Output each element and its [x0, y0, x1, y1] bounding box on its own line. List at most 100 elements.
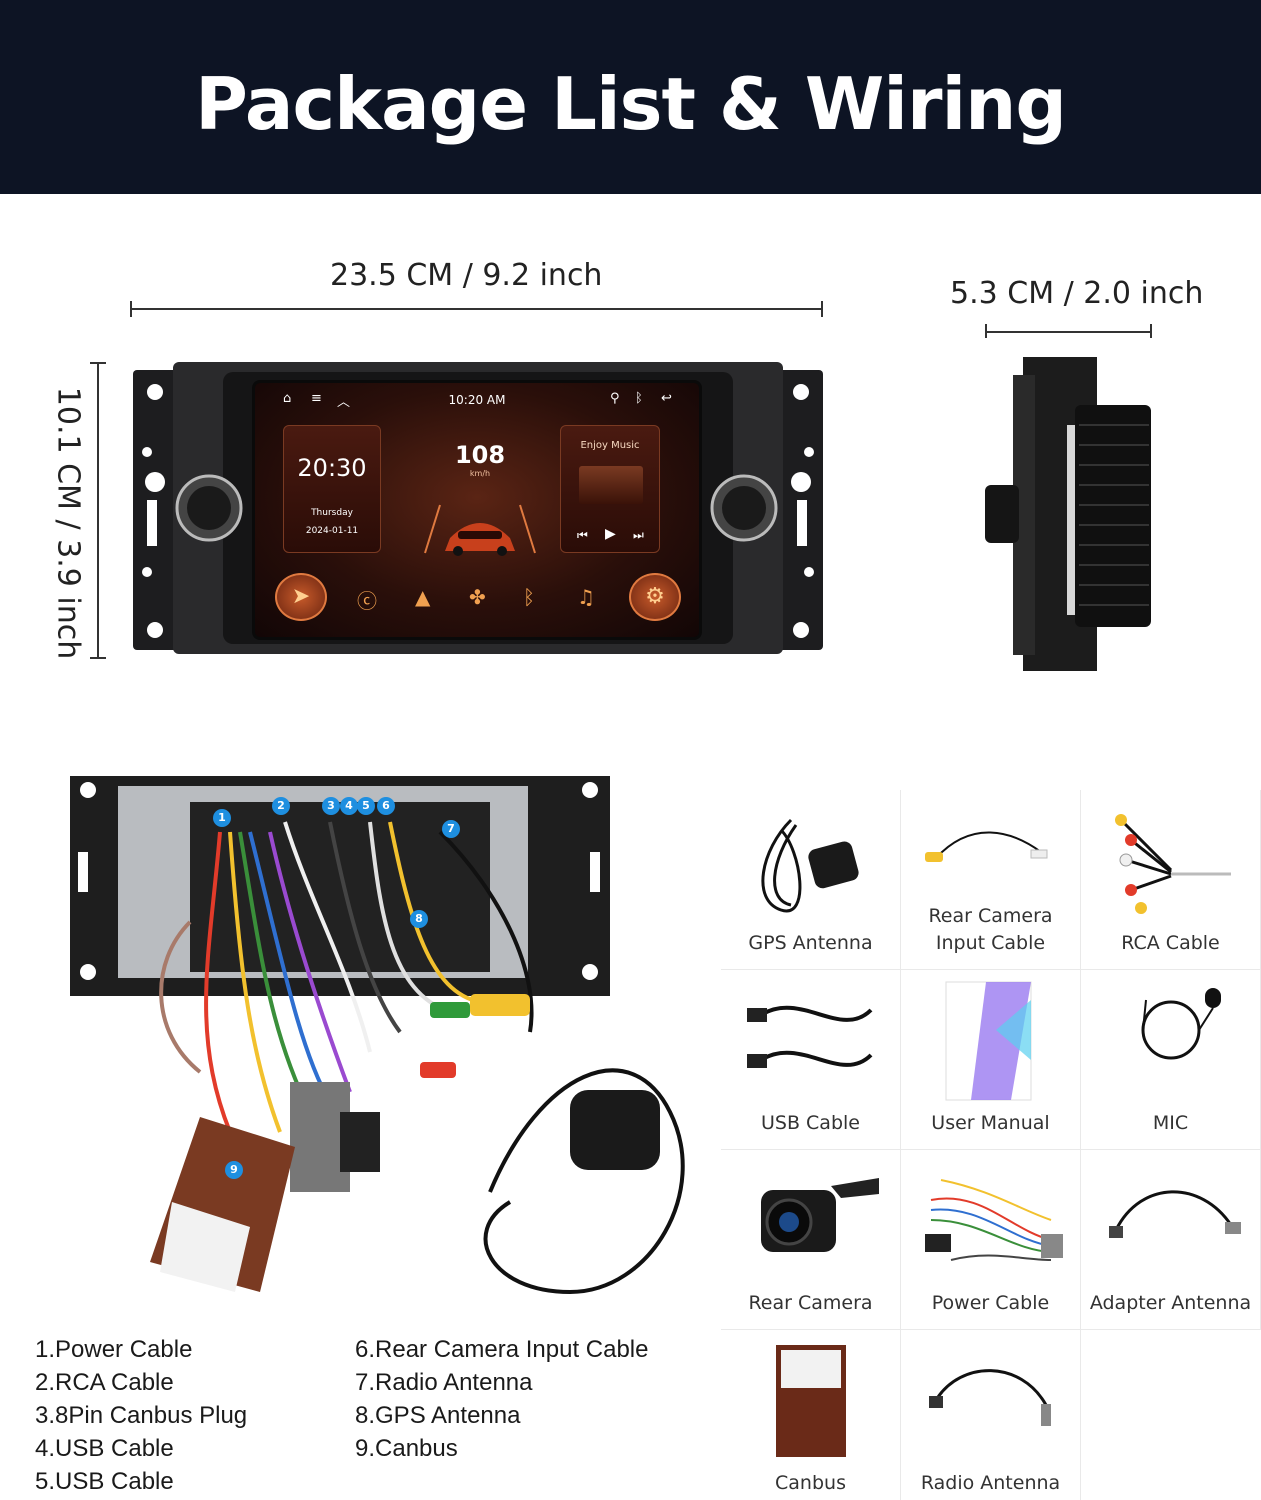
gps-antenna-icon — [761, 818, 859, 913]
location-icon: ⚲ — [610, 391, 620, 406]
wiring-diagram-photo — [70, 776, 685, 1295]
clock-day: Thursday — [311, 508, 353, 518]
carplay-icon[interactable]: ⓒ — [357, 589, 377, 613]
rear-camera-icon — [761, 1178, 879, 1252]
next-icon[interactable]: ⏭ — [633, 528, 644, 542]
package-item-rear-camera: Rear Camera — [721, 1150, 901, 1330]
width-dimension-label: 23.5 CM / 9.2 inch — [330, 258, 603, 293]
package-item-label: Canbus — [775, 1472, 846, 1494]
speed-value: 108 — [454, 441, 506, 469]
radio-antenna-icon — [929, 1369, 1051, 1426]
depth-dimension-label: 5.3 CM / 2.0 inch — [950, 276, 1204, 311]
depth-dimension-line — [985, 331, 1152, 333]
height-dimension-label: 10.1 CM / 3.9 inch — [50, 386, 86, 660]
apps-icon[interactable]: ✤ — [469, 585, 486, 609]
package-item-label: MIC — [1152, 1112, 1189, 1134]
width-dimension-line — [130, 308, 823, 310]
package-item-label: Rear Camera — [748, 1292, 873, 1314]
wiring-list-item: 1.Power Cable — [35, 1336, 193, 1363]
wiring-list-item: 5.USB Cable — [35, 1468, 174, 1495]
usb-cable-icon — [747, 1005, 873, 1068]
adapter-antenna-icon — [1109, 1190, 1241, 1238]
play-icon[interactable]: ▶ — [605, 526, 616, 542]
package-item-rear-camera-input-cable: Rear Camera Input Cable — [901, 790, 1081, 970]
package-item-mic: MIC — [1081, 970, 1261, 1150]
previous-icon[interactable]: ⏮ — [577, 528, 588, 542]
height-dimension-line — [97, 362, 99, 659]
wiring-list-item: 7.Radio Antenna — [355, 1369, 533, 1396]
head-unit-screen: ⌂ ≡ ︿ 10:20 AM ⚲ ᛒ ↩ 20:30 Thursday 2024… — [252, 380, 702, 640]
wiring-list-column-1: 1.Power Cable 2.RCA Cable 3.8Pin Canbus … — [35, 1333, 247, 1498]
height-dimension-tick — [90, 362, 106, 364]
rca-cable-icon — [1115, 814, 1231, 914]
wiring-list-item: 4.USB Cable — [35, 1435, 174, 1462]
wiring-badge-8: 8 — [410, 910, 428, 928]
header-banner: Package List & Wiring — [0, 0, 1261, 194]
chevron-up-icon: ︿ — [337, 395, 351, 410]
music-icon[interactable]: ♫ — [577, 585, 595, 609]
package-item-adapter-antenna: Adapter Antenna — [1081, 1150, 1261, 1330]
width-dimension-tick — [821, 301, 823, 317]
home-icon: ⌂ — [283, 391, 292, 406]
package-item-canbus: Canbus — [721, 1330, 901, 1500]
package-item-label: GPS Antenna — [748, 932, 873, 954]
bluetooth-icon: ᛒ — [635, 391, 643, 406]
wiring-list-item: 2.RCA Cable — [35, 1369, 174, 1396]
depth-dimension-tick — [985, 324, 987, 338]
status-time: 10:20 AM — [448, 393, 506, 407]
wiring-badge-1: 1 — [213, 809, 231, 827]
speed-unit: km/h — [469, 469, 491, 478]
wiring-list-item: 8.GPS Antenna — [355, 1402, 521, 1429]
package-item-radio-antenna: Radio Antenna — [901, 1330, 1081, 1500]
wiring-list-column-2: 6.Rear Camera Input Cable 7.Radio Antenn… — [355, 1333, 648, 1465]
package-item-label: User Manual — [931, 1112, 1050, 1134]
wiring-badge-3: 3 — [322, 797, 340, 815]
clock-date: 2024-01-11 — [305, 526, 359, 536]
wiring-badge-7: 7 — [442, 820, 460, 838]
navigation-button[interactable]: ➤ — [275, 573, 327, 621]
wiring-badge-5: 5 — [357, 797, 375, 815]
package-item-label: Power Cable — [931, 1292, 1050, 1314]
head-unit-side-view — [985, 357, 1151, 671]
package-item-user-manual: User Manual — [901, 970, 1081, 1150]
clock-widget: 20:30 Thursday 2024-01-11 — [283, 425, 381, 553]
rear-camera-cable-icon — [925, 831, 1048, 862]
page-title: Package List & Wiring — [195, 62, 1067, 146]
music-widget: Enjoy Music ⏮ ▶ ⏭ — [560, 425, 660, 553]
menu-icon: ≡ — [311, 391, 322, 406]
mic-icon — [1141, 988, 1221, 1060]
package-list-grid: GPS Antenna Rear Camera Input Cable RCA … — [721, 790, 1261, 1500]
depth-dimension-tick — [1150, 324, 1152, 338]
album-art — [579, 466, 643, 504]
settings-button[interactable]: ⚙ — [629, 573, 681, 621]
wiring-list-item: 6.Rear Camera Input Cable — [355, 1336, 649, 1363]
height-dimension-label-wrap: 10.1 CM / 3.9 inch — [40, 383, 96, 663]
bluetooth-app-icon[interactable]: ᛒ — [523, 585, 535, 609]
package-item-power-cable: Power Cable — [901, 1150, 1081, 1330]
power-cable-icon — [925, 1179, 1063, 1261]
package-item-label: Rear Camera Input Cable — [928, 905, 1053, 954]
wiring-badge-4: 4 — [340, 797, 358, 815]
package-item-label: Radio Antenna — [920, 1472, 1061, 1494]
package-item-gps-antenna: GPS Antenna — [721, 790, 901, 970]
wiring-list-item: 3.8Pin Canbus Plug — [35, 1402, 248, 1429]
sports-car-image — [424, 504, 536, 556]
height-dimension-tick — [90, 657, 106, 659]
navigation-arrow-icon[interactable]: ▲ — [415, 585, 431, 609]
wiring-badge-2: 2 — [272, 797, 290, 815]
package-item-rca-cable: RCA Cable — [1081, 790, 1261, 970]
app-dock: ➤ ⓒ ▲ ✤ ᛒ ♫ ⚙ — [255, 573, 699, 629]
back-icon: ↩ — [661, 391, 672, 406]
package-item-label: USB Cable — [761, 1112, 860, 1134]
wiring-list-item: 9.Canbus — [355, 1435, 458, 1462]
wiring-badge-9: 9 — [225, 1161, 243, 1179]
wiring-badge-6: 6 — [377, 797, 395, 815]
clock-time: 20:30 — [297, 454, 367, 482]
canbus-icon — [776, 1345, 846, 1457]
user-manual-icon — [945, 981, 1032, 1101]
package-item-usb-cable: USB Cable — [721, 970, 901, 1150]
width-dimension-tick — [130, 301, 132, 317]
music-title: Enjoy Music — [580, 440, 640, 451]
package-item-label: RCA Cable — [1121, 932, 1220, 954]
package-item-label: Adapter Antenna — [1089, 1292, 1252, 1314]
